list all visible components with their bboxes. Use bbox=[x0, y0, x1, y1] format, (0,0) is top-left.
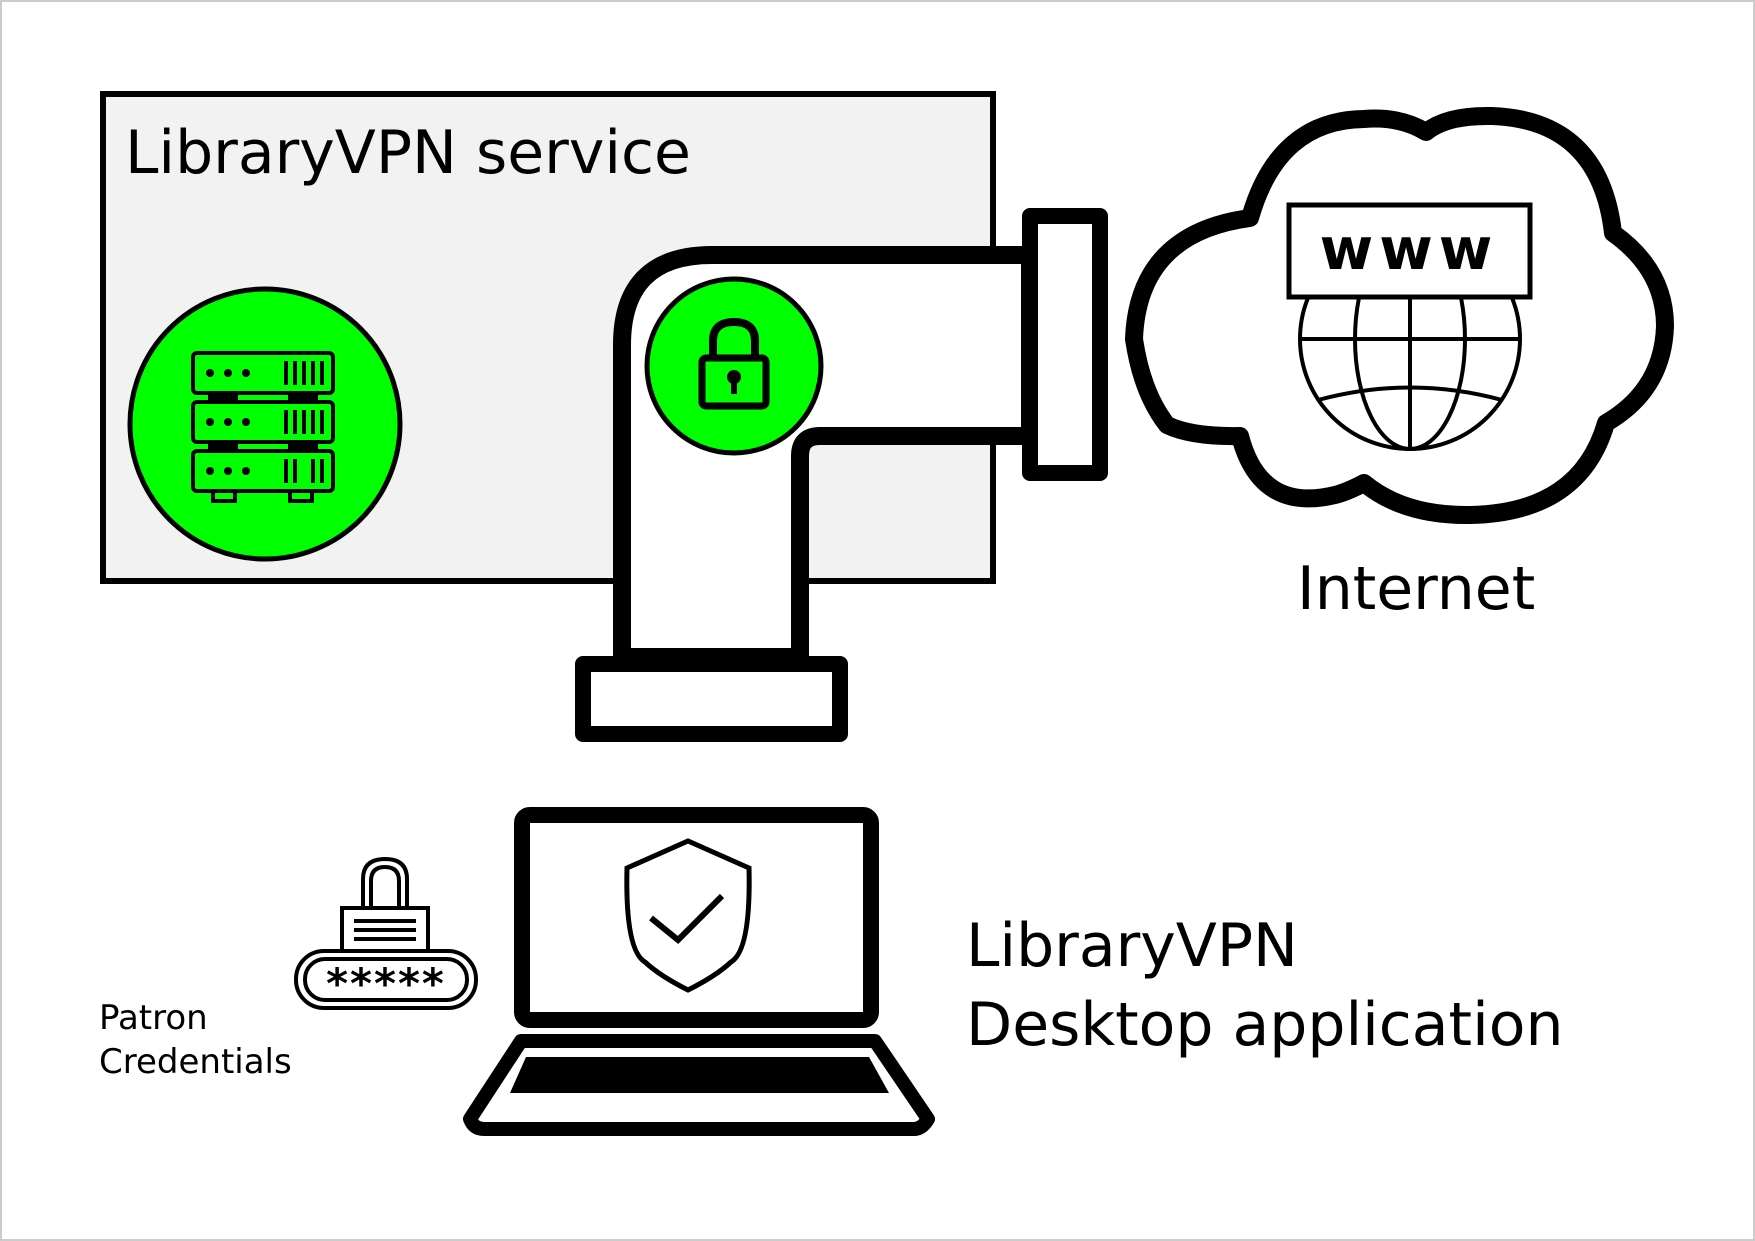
app-label-line1: LibraryVPN bbox=[966, 911, 1298, 981]
service-label: LibraryVPN service bbox=[125, 118, 691, 188]
shield-check-icon bbox=[624, 838, 752, 993]
www-label: www bbox=[1320, 215, 1499, 283]
server-rack-icon bbox=[127, 286, 403, 562]
internet-label: Internet bbox=[1297, 554, 1535, 624]
www-box: www bbox=[1286, 202, 1533, 300]
credentials-label-line2: Credentials bbox=[99, 1042, 292, 1082]
app-label-line2: Desktop application bbox=[966, 990, 1563, 1060]
password-lock-icon: ***** bbox=[294, 856, 478, 1010]
password-mask: ***** bbox=[326, 959, 446, 1008]
padlock-icon bbox=[644, 276, 824, 456]
credentials-label-line1: Patron bbox=[99, 998, 208, 1038]
